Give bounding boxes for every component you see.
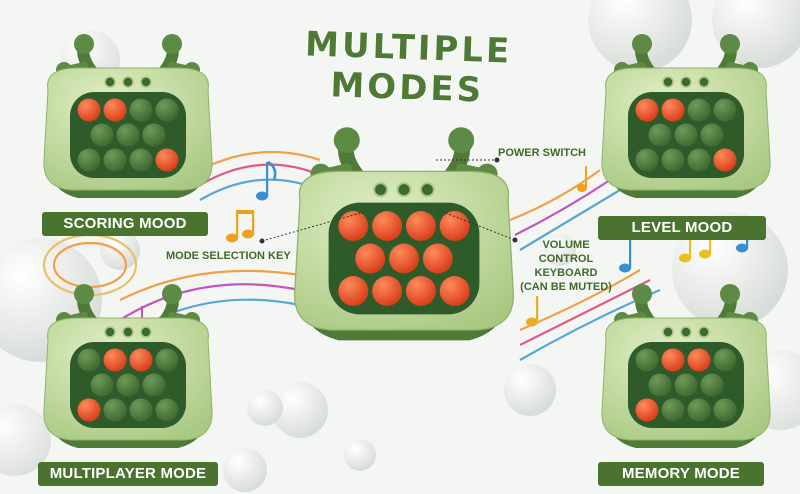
pop-button — [648, 373, 672, 397]
pop-button — [674, 123, 698, 147]
pop-button — [103, 398, 127, 422]
pop-button-lit — [439, 211, 470, 241]
page-title: MULTIPLE MODES — [304, 24, 513, 111]
device-top-button — [698, 76, 710, 88]
device-top-button — [662, 326, 674, 338]
pop-button-lit — [103, 98, 127, 122]
pop-button — [77, 148, 101, 172]
callout-mode-selection-key: MODE SELECTION KEY — [166, 250, 291, 262]
pop-button — [142, 373, 166, 397]
pop-button — [713, 98, 737, 122]
pop-button — [90, 373, 114, 397]
pop-button — [116, 123, 140, 147]
pop-button-lit — [661, 348, 685, 372]
device-top-right — [601, 34, 771, 198]
pop-button-lit — [405, 211, 436, 241]
pop-button — [155, 98, 179, 122]
device-top-button — [419, 182, 435, 198]
pop-button-lit — [77, 398, 101, 422]
pop-button-lit — [439, 276, 470, 306]
callout-volume-line3: (CAN BE MUTED) — [520, 281, 612, 293]
pop-button-lit — [422, 243, 453, 274]
pop-button-lit — [155, 148, 179, 172]
device-top-button — [373, 182, 389, 198]
callout-volume-line2: KEYBOARD — [534, 267, 598, 279]
callout-volume-line1: VOLUME CONTROL — [538, 239, 594, 265]
pop-button-lit — [635, 98, 659, 122]
pop-button — [661, 148, 685, 172]
device-top-button — [140, 76, 152, 88]
pop-button — [142, 123, 166, 147]
device-top-button — [662, 76, 674, 88]
pop-button — [687, 98, 711, 122]
pop-button — [674, 373, 698, 397]
pop-button — [687, 148, 711, 172]
pop-button-lit — [687, 348, 711, 372]
pop-button — [77, 348, 101, 372]
pop-button — [661, 398, 685, 422]
callout-power-switch: POWER SWITCH — [498, 147, 586, 159]
pop-button — [90, 123, 114, 147]
pop-button — [687, 398, 711, 422]
pop-button-lit — [338, 276, 369, 306]
pop-button-lit — [405, 276, 436, 306]
pop-button — [700, 123, 724, 147]
pop-button-lit — [77, 98, 101, 122]
pop-button — [648, 123, 672, 147]
pop-button-lit — [713, 148, 737, 172]
label-memory-mode: MEMORY MODE — [598, 462, 764, 486]
device-top-button — [698, 326, 710, 338]
pop-button — [635, 148, 659, 172]
pop-button — [155, 348, 179, 372]
pop-button-lit — [661, 98, 685, 122]
pop-button — [155, 398, 179, 422]
pop-button-lit — [129, 348, 153, 372]
callout-volume-control: VOLUME CONTROL KEYBOARD (CAN BE MUTED) — [516, 238, 616, 294]
device-top-left — [43, 34, 213, 198]
label-level-mood: LEVEL MOOD — [598, 216, 766, 240]
pop-button — [116, 373, 140, 397]
pop-button — [129, 148, 153, 172]
device-bottom-left — [43, 284, 213, 448]
pop-button — [635, 348, 659, 372]
pop-button-lit — [635, 398, 659, 422]
device-bottom-right — [601, 284, 771, 448]
label-multiplayer-mode: MULTIPLAYER MODE — [38, 462, 218, 486]
pop-button-lit — [372, 211, 403, 241]
pop-button-lit — [338, 211, 369, 241]
device-top-button — [140, 326, 152, 338]
label-scoring-mood: SCORING MOOD — [42, 212, 208, 236]
pop-button-lit — [103, 348, 127, 372]
pop-button — [700, 373, 724, 397]
device-top-button — [104, 76, 116, 88]
pop-button — [713, 348, 737, 372]
pop-button — [129, 398, 153, 422]
device-top-button — [680, 76, 692, 88]
pop-button-lit — [389, 243, 419, 274]
device-top-button — [680, 326, 692, 338]
device-center — [294, 127, 514, 341]
pop-button — [713, 398, 737, 422]
device-top-button — [122, 76, 134, 88]
device-top-button — [122, 326, 134, 338]
pop-button — [103, 148, 127, 172]
devices — [43, 34, 771, 448]
pop-button — [129, 98, 153, 122]
device-top-button — [396, 182, 412, 198]
pop-button-lit — [372, 276, 403, 306]
device-top-button — [104, 326, 116, 338]
callout-lines — [259, 157, 518, 244]
pop-button-lit — [355, 243, 386, 274]
